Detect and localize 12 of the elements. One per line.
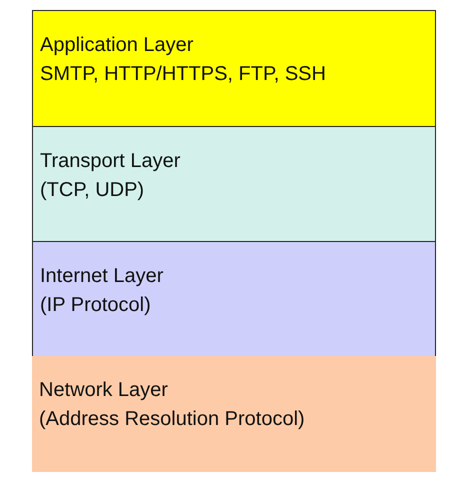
- layer-title: Transport Layer: [40, 149, 180, 174]
- layer-box: [32, 10, 436, 127]
- layer-box: [32, 126, 436, 242]
- protocol-list: (TCP, UDP): [40, 176, 144, 205]
- layer-box: [32, 241, 436, 357]
- layer-title: Internet Layer: [40, 264, 164, 289]
- protocol-list: (IP Protocol): [40, 291, 151, 320]
- layer-title: Application Layer: [40, 33, 194, 58]
- protocol-list: (Address Resolution Protocol): [39, 405, 305, 434]
- layer-box: [32, 356, 436, 472]
- protocol-list: SMTP, HTTP/HTTPS, FTP, SSH: [40, 60, 326, 89]
- layer-title: Network Layer: [39, 378, 168, 403]
